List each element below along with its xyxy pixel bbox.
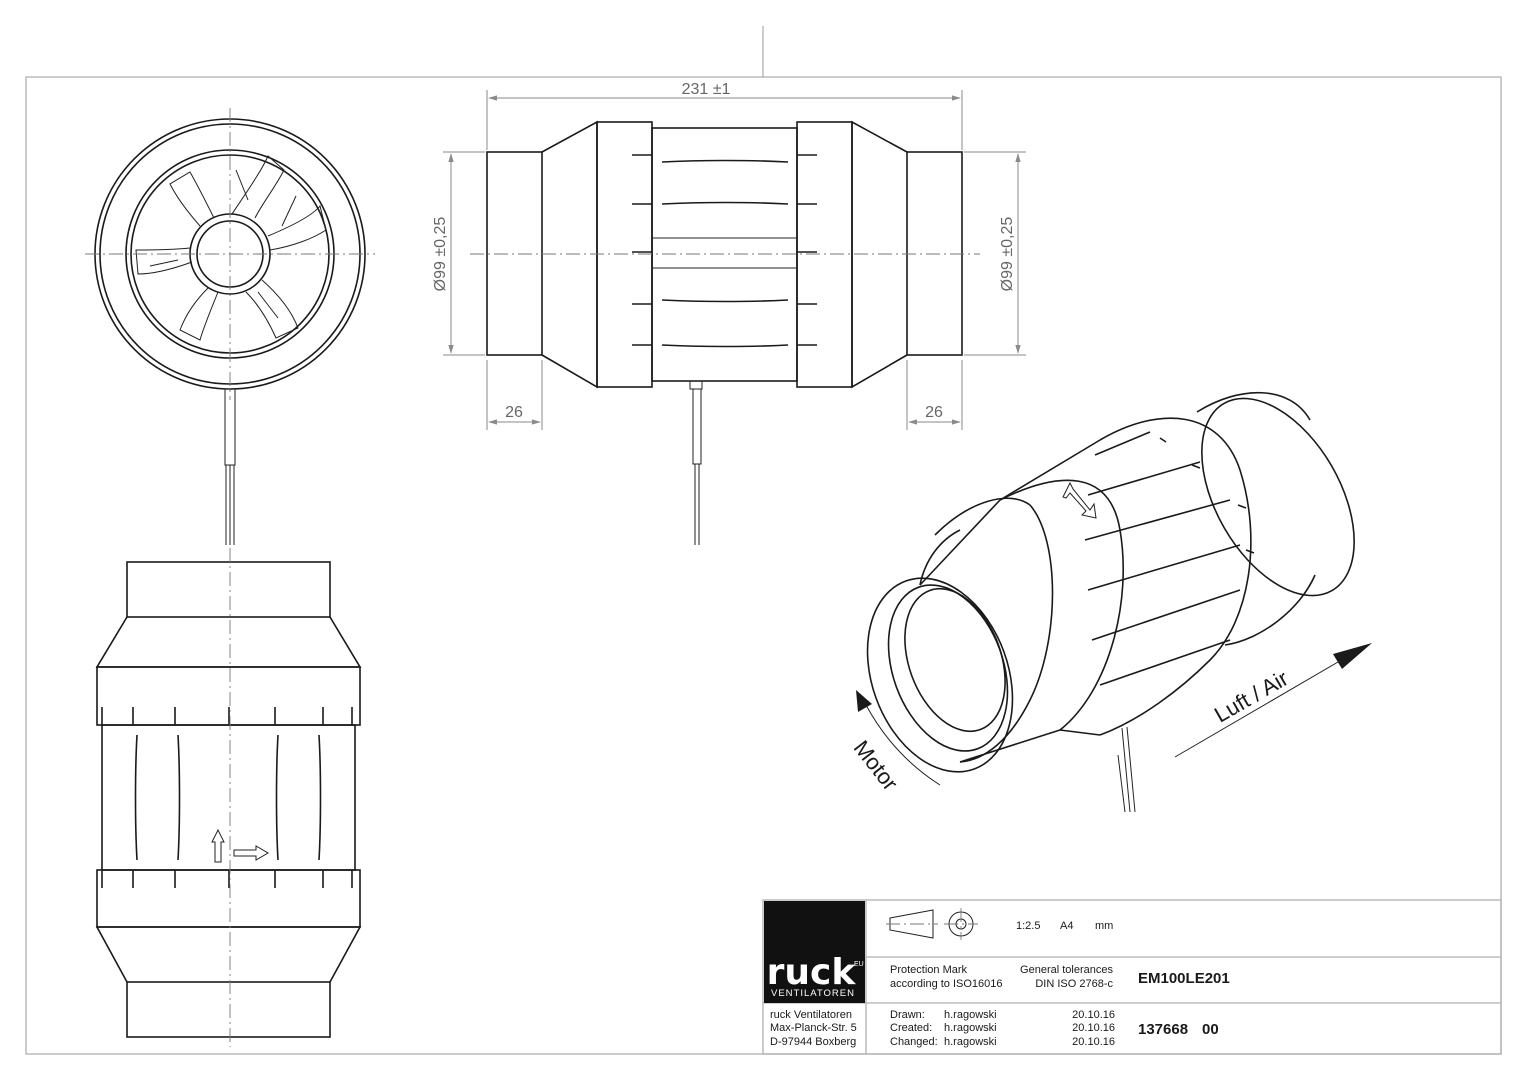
airflow-indicator: Luft / Air	[1174, 643, 1372, 758]
dim-collar-left: 26	[505, 404, 523, 421]
drawn-by: h.ragowski	[944, 1009, 997, 1021]
tolerances-line2: DIN ISO 2768-c	[1035, 978, 1113, 990]
created-date: 20.10.16	[1072, 1022, 1115, 1034]
tolerances-line1: General tolerances	[1020, 964, 1113, 976]
model-number: EM100LE201	[1138, 970, 1230, 987]
dim-length: 231 ±1	[682, 81, 731, 98]
part-number: 137668	[1138, 1021, 1188, 1038]
side-view: 231 ±1 Ø99 ±0,25 Ø99 ±0,25 26 26	[432, 81, 1026, 545]
created-by: h.ragowski	[944, 1022, 997, 1034]
protection-line1: Protection Mark	[890, 964, 968, 976]
company-street: Max-Planck-Str. 5	[770, 1022, 857, 1034]
revision: 00	[1202, 1021, 1219, 1038]
motor-indicator: Motor	[849, 690, 941, 796]
paper-format: A4	[1060, 920, 1073, 932]
changed-by: h.ragowski	[944, 1036, 997, 1048]
unit: mm	[1095, 920, 1113, 932]
scale: 1:2.5	[1016, 920, 1040, 932]
created-label: Created:	[890, 1022, 932, 1034]
logo-suffix: EU	[854, 961, 864, 968]
isometric-slots	[1084, 431, 1255, 686]
top-view	[95, 548, 362, 1047]
dim-diameter-right: Ø99 ±0,25	[999, 217, 1016, 292]
housing-slots	[632, 154, 817, 348]
dimension-lines	[443, 90, 1026, 430]
airflow-label: Luft / Air	[1210, 665, 1292, 727]
logo-text: ruck	[767, 952, 857, 993]
drawn-date: 20.10.16	[1072, 1009, 1115, 1021]
drawn-label: Drawn:	[890, 1009, 925, 1021]
motor-label: Motor	[849, 736, 903, 796]
company-name: ruck Ventilatoren	[770, 1009, 852, 1021]
impeller-blades	[135, 155, 327, 341]
dim-diameter-left: Ø99 ±0,25	[432, 217, 449, 292]
housing-slots-top	[101, 707, 353, 888]
changed-date: 20.10.16	[1072, 1036, 1115, 1048]
company-city: D-97944 Boxberg	[770, 1036, 856, 1048]
dim-collar-right: 26	[925, 404, 943, 421]
front-view	[85, 108, 375, 545]
title-block: ruck EU VENTILATOREN 1:2.5 A4 mm Protect…	[762, 899, 1502, 1055]
projection-symbol-icon	[886, 908, 978, 940]
logo-subtitle: VENTILATOREN	[771, 988, 855, 999]
isometric-view	[866, 391, 1355, 813]
changed-label: Changed:	[890, 1036, 938, 1048]
protection-line2: according to ISO16016	[890, 978, 1003, 990]
